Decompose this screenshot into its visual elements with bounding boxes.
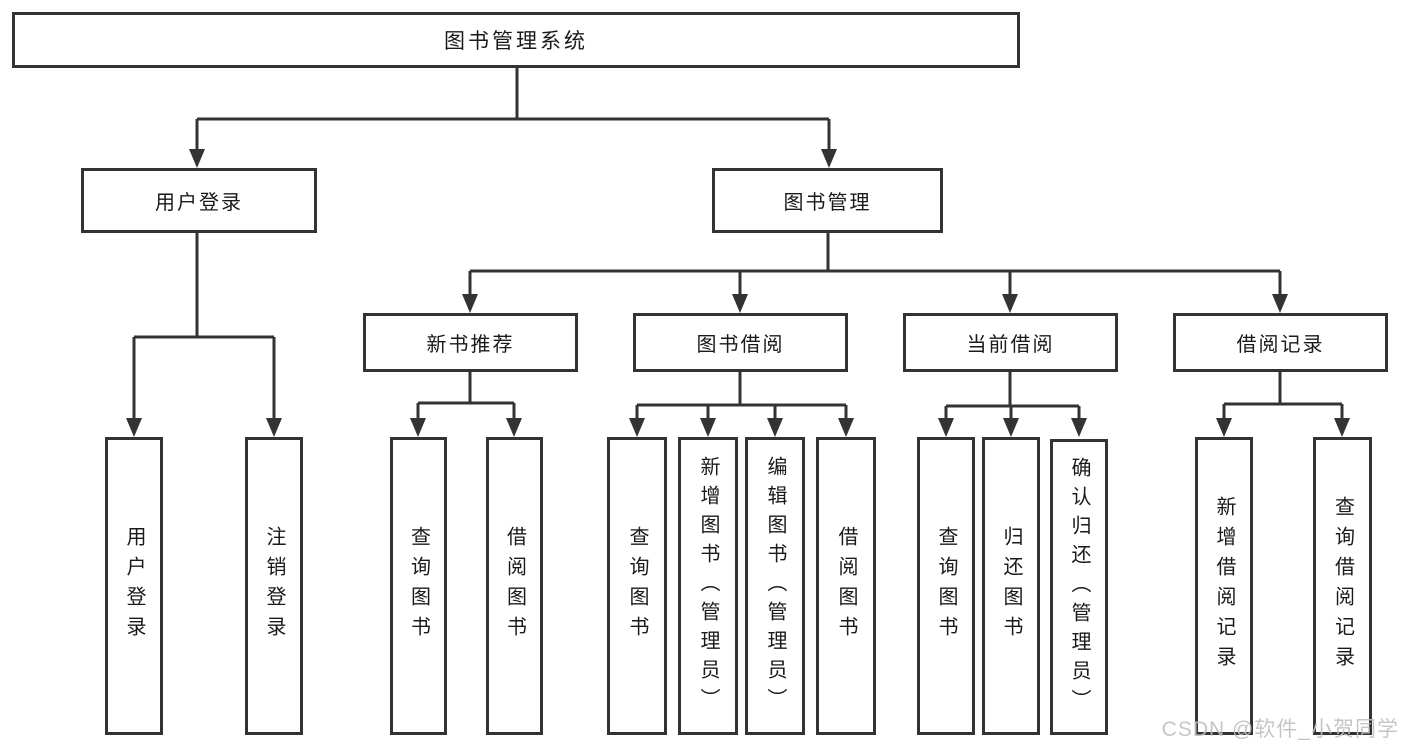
- arrowhead: [767, 418, 783, 437]
- arrowhead: [700, 418, 716, 437]
- node-user-login: 用户登录: [81, 168, 317, 233]
- node-book-borrowing: 图书借阅: [633, 313, 848, 372]
- arrowhead: [189, 149, 205, 168]
- arrowheads: [126, 149, 1350, 437]
- arrowhead: [1003, 418, 1019, 437]
- connector: [132, 68, 1344, 433]
- arrowhead: [938, 418, 954, 437]
- node-new-book-recommendation: 新书推荐: [363, 313, 578, 372]
- leaf-add-borrow-record: 新增借阅记录: [1195, 437, 1253, 735]
- arrowhead: [410, 418, 426, 437]
- leaf-query-books-3: 查询图书: [917, 437, 975, 735]
- node-book-management: 图书管理: [712, 168, 943, 233]
- arrowhead: [838, 418, 854, 437]
- node-borrowing-records: 借阅记录: [1173, 313, 1388, 372]
- arrowhead: [732, 294, 748, 313]
- arrowhead: [506, 418, 522, 437]
- watermark: CSDN @软件_小贺同学: [1161, 718, 1399, 741]
- arrowhead: [1272, 294, 1288, 313]
- leaf-edit-book-admin: 编辑图书（管理员）: [745, 437, 805, 735]
- node-root-library-management-system: 图书管理系统: [12, 12, 1020, 68]
- arrowhead: [1002, 294, 1018, 313]
- arrowhead: [266, 418, 282, 437]
- arrowhead: [821, 149, 837, 168]
- leaf-borrow-books-2: 借阅图书: [816, 437, 876, 735]
- leaf-borrow-books: 借阅图书: [486, 437, 543, 735]
- arrowhead: [629, 418, 645, 437]
- leaf-confirm-return-admin: 确认归还（管理员）: [1050, 439, 1108, 735]
- arrowhead: [1216, 418, 1232, 437]
- leaf-return-books: 归还图书: [982, 437, 1040, 735]
- arrowhead: [1071, 418, 1087, 437]
- leaf-query-books-2: 查询图书: [607, 437, 667, 735]
- leaf-query-books: 查询图书: [390, 437, 447, 735]
- leaf-query-borrow-record: 查询借阅记录: [1313, 437, 1372, 735]
- arrowhead: [126, 418, 142, 437]
- leaf-add-book-admin: 新增图书（管理员）: [678, 437, 738, 735]
- leaf-user-login: 用户登录: [105, 437, 163, 735]
- arrowhead: [1334, 418, 1350, 437]
- leaf-logout: 注销登录: [245, 437, 303, 735]
- node-current-borrowing: 当前借阅: [903, 313, 1118, 372]
- arrowhead: [462, 294, 478, 313]
